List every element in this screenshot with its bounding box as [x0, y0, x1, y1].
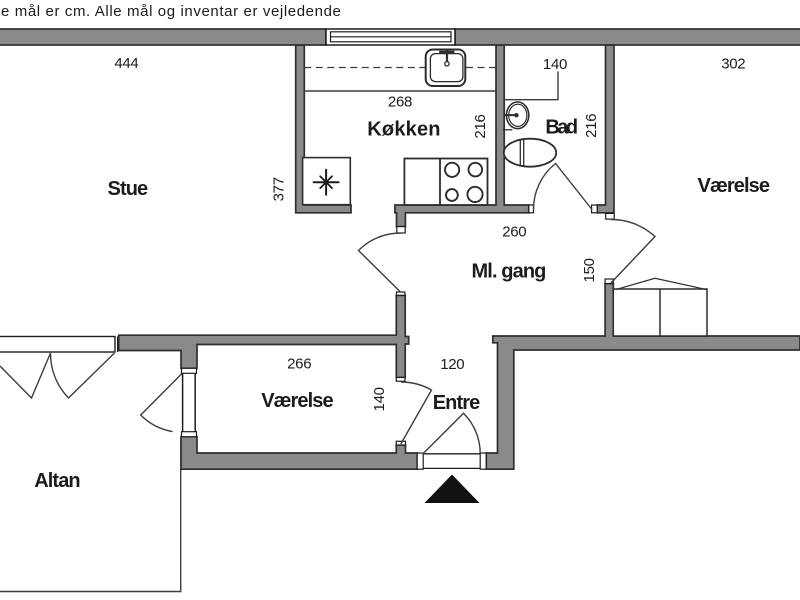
svg-text:150: 150	[581, 258, 598, 282]
svg-text:377: 377	[270, 177, 287, 201]
svg-text:Ml. gang: Ml. gang	[472, 260, 546, 282]
svg-text:260: 260	[502, 224, 526, 241]
svg-text:216: 216	[583, 114, 600, 138]
svg-text:Køkken: Køkken	[367, 119, 440, 141]
svg-text:e mål er cm. Alle mål og inven: e mål er cm. Alle mål og inventar er vej…	[1, 3, 342, 20]
svg-text:266: 266	[287, 355, 311, 372]
svg-text:140: 140	[371, 387, 388, 411]
svg-text:268: 268	[388, 93, 412, 110]
svg-text:302: 302	[721, 55, 745, 72]
svg-text:120: 120	[440, 356, 464, 373]
svg-text:Entre: Entre	[433, 392, 480, 414]
svg-text:Altan: Altan	[34, 470, 80, 492]
svg-text:216: 216	[472, 114, 489, 138]
svg-text:Værelse: Værelse	[261, 390, 333, 412]
svg-text:140: 140	[543, 56, 567, 73]
svg-text:Værelse: Værelse	[698, 175, 770, 197]
svg-text:Stue: Stue	[108, 178, 149, 200]
svg-text:Bad: Bad	[545, 117, 577, 139]
svg-text:444: 444	[114, 55, 138, 72]
